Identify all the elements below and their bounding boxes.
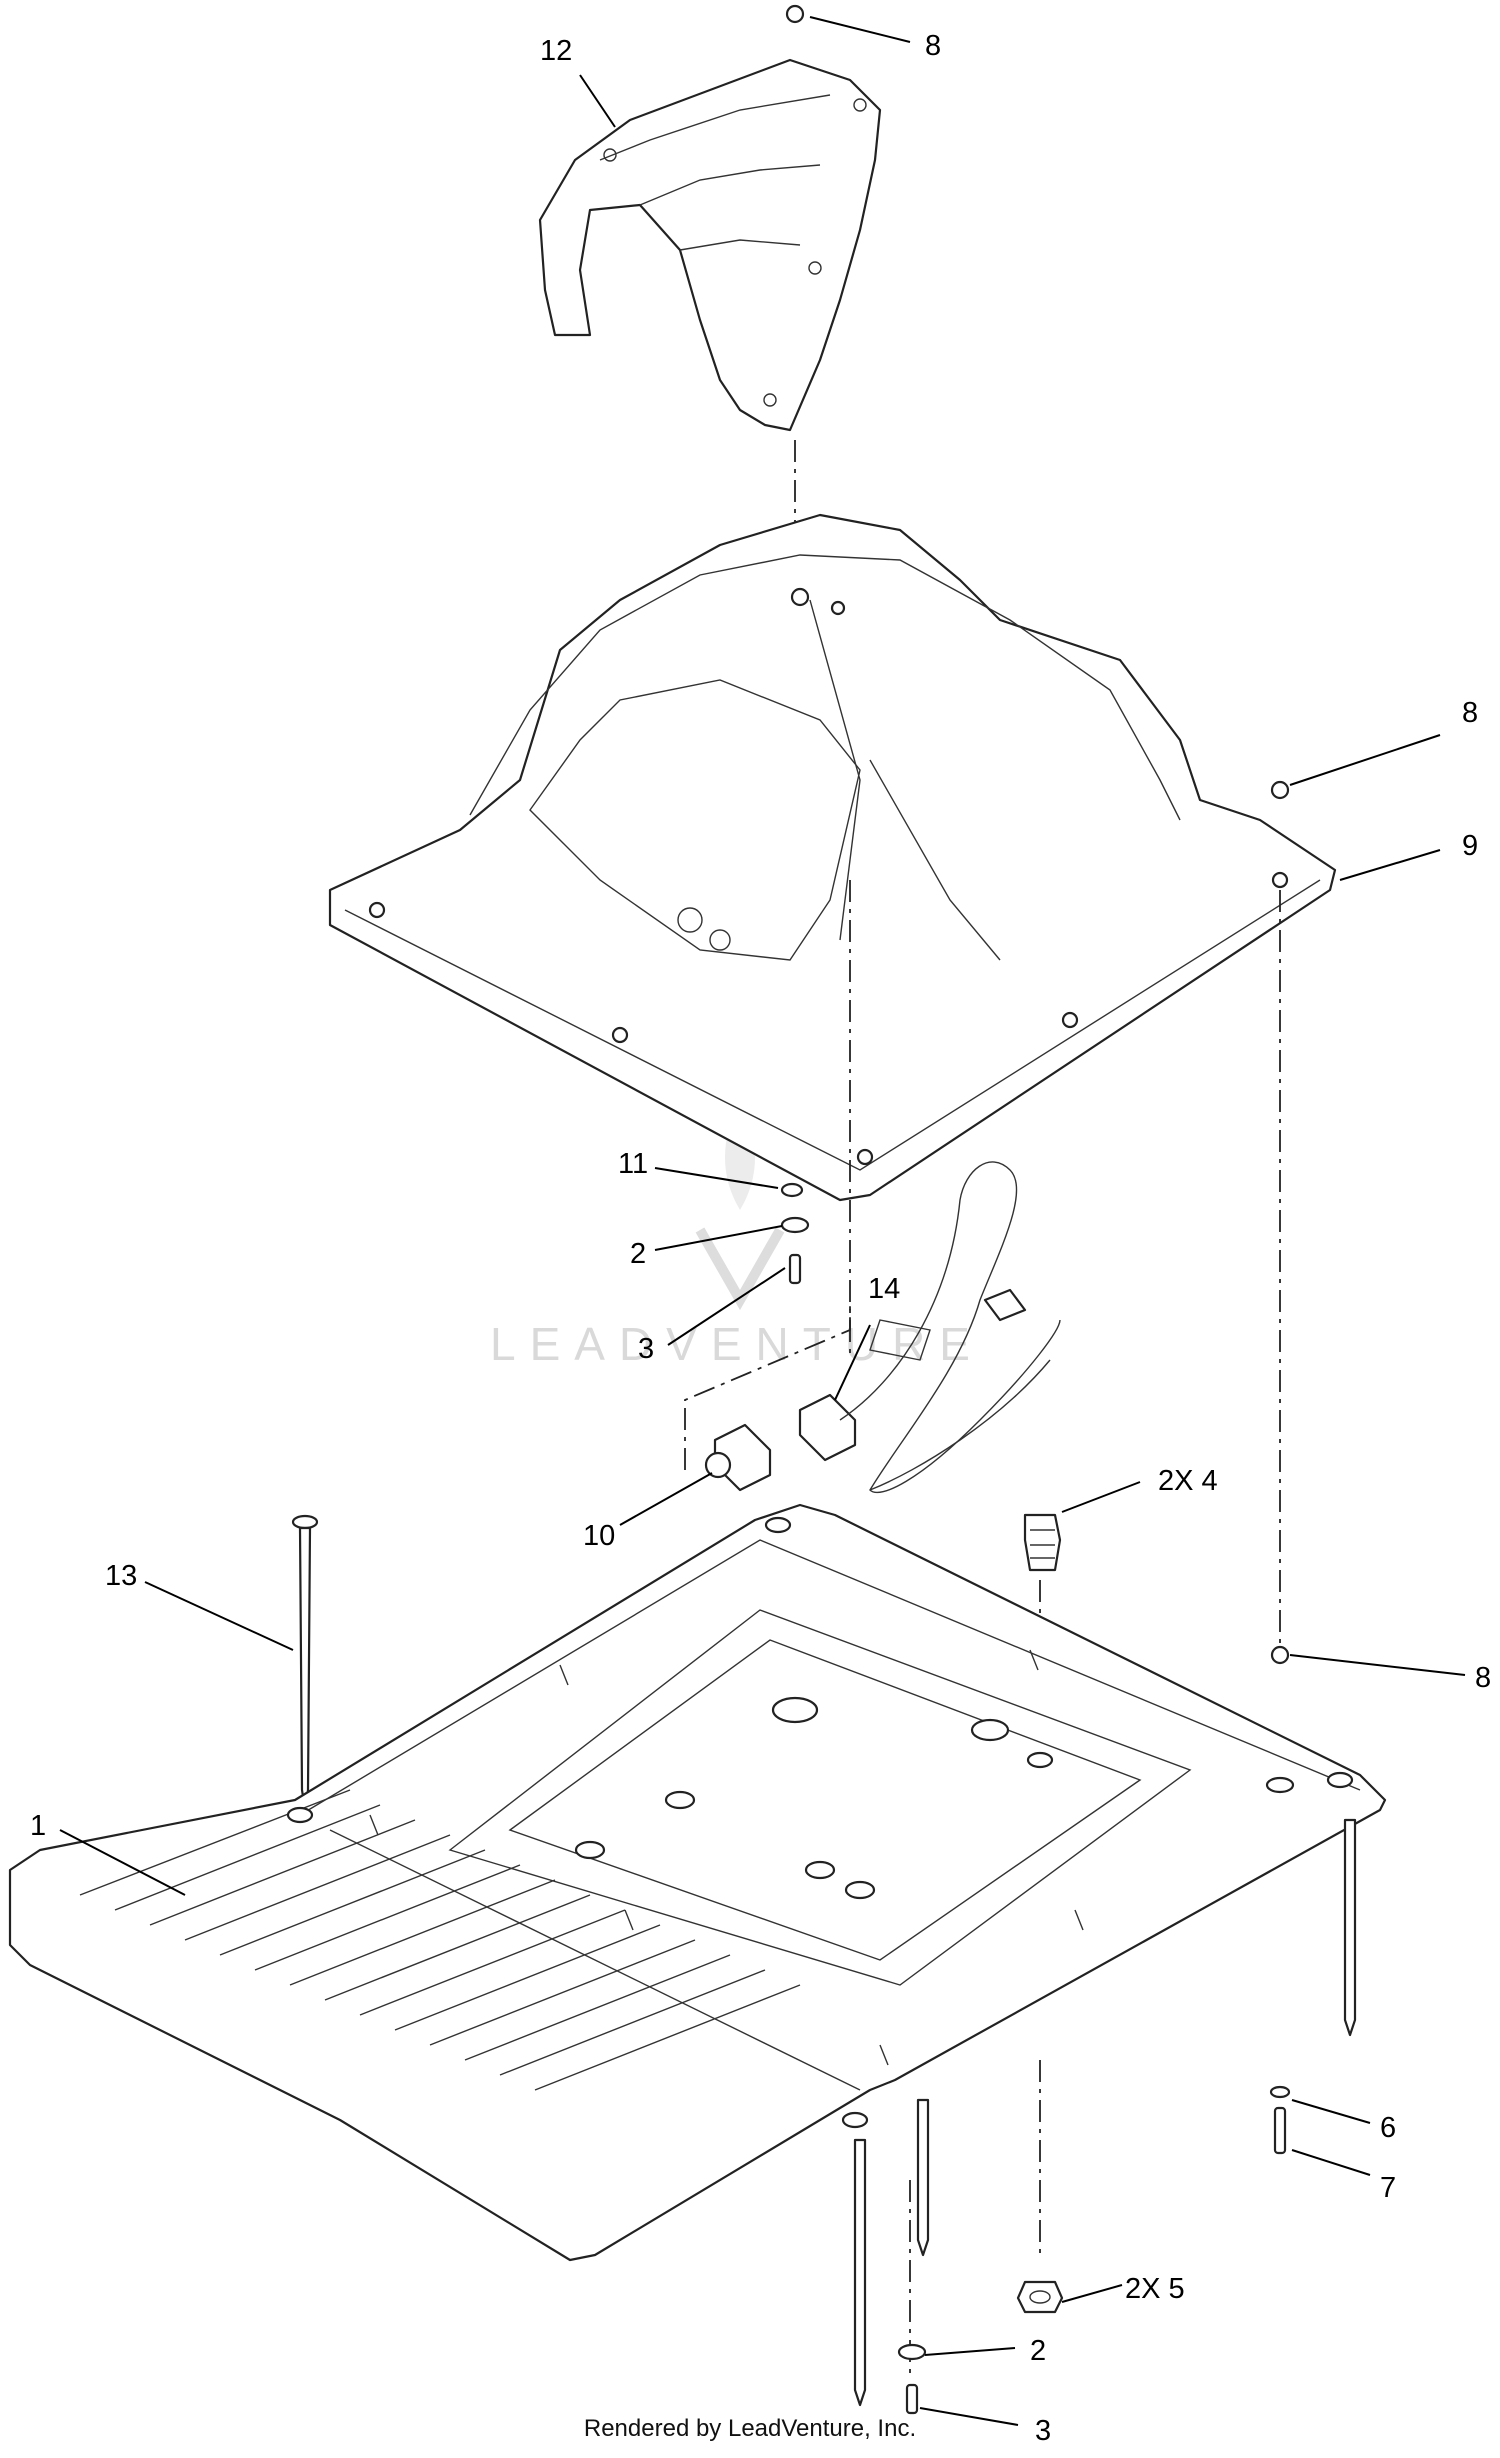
callout-8-top: 8 [925, 30, 941, 62]
part-4-cord-grip[interactable] [1023, 1513, 1062, 1572]
part-8-nut-top[interactable] [785, 4, 805, 24]
callout-3-upper: 3 [638, 1333, 654, 1365]
watermark: LEADVENTURE [490, 1100, 984, 1370]
part-8-nut-right-lower[interactable] [1270, 1645, 1290, 1665]
callout-2x-5: 2X 5 [1125, 2273, 1185, 2305]
part-13-rod[interactable] [291, 1514, 319, 1812]
part-3-screw-lower[interactable] [905, 2383, 919, 2415]
callout-3-lower: 3 [1035, 2415, 1051, 2447]
part-11-lockwasher[interactable] [780, 1182, 804, 1198]
part-3-screw-upper[interactable] [788, 1253, 802, 1285]
callout-7: 7 [1380, 2172, 1396, 2204]
part-6-lockwasher[interactable] [1269, 2085, 1291, 2099]
render-credit: Rendered by LeadVenture, Inc. [583, 2415, 917, 2442]
part-1-base-plate[interactable] [8, 1503, 1387, 2407]
callout-2x-4: 2X 4 [1158, 1465, 1218, 1497]
callout-9: 9 [1462, 830, 1478, 862]
callout-2-upper: 2 [630, 1238, 646, 1270]
part-12-top-cover[interactable] [538, 58, 882, 432]
callout-14: 14 [868, 1273, 900, 1305]
callout-labels: 12 8 8 9 11 2 3 14 10 2X 4 13 8 1 6 7 2X… [30, 30, 1491, 2447]
callout-10: 10 [583, 1520, 615, 1552]
callout-8-right-lower: 8 [1475, 1662, 1491, 1694]
callout-11: 11 [618, 1148, 648, 1180]
part-2-washer-lower[interactable] [897, 2343, 927, 2361]
leader-lines [59, 16, 1466, 2426]
part-14-wire-harness[interactable] [798, 1161, 1061, 1494]
part-7-screw[interactable] [1273, 2106, 1287, 2155]
part-9-console-housing[interactable] [328, 513, 1337, 1202]
part-2-washer-upper[interactable] [780, 1216, 810, 1234]
callout-8-right-upper: 8 [1462, 697, 1478, 729]
watermark-text: LEADVENTURE [490, 1318, 984, 1370]
callout-2-lower: 2 [1030, 2335, 1046, 2367]
callout-13: 13 [105, 1560, 137, 1592]
part-5-nut[interactable] [1016, 2280, 1064, 2314]
callout-1: 1 [30, 1810, 46, 1842]
callout-12: 12 [540, 35, 572, 67]
part-8-nut-right-upper[interactable] [1270, 780, 1290, 800]
part-10-toggle-switch[interactable] [684, 1300, 851, 1492]
callout-6: 6 [1380, 2112, 1396, 2144]
